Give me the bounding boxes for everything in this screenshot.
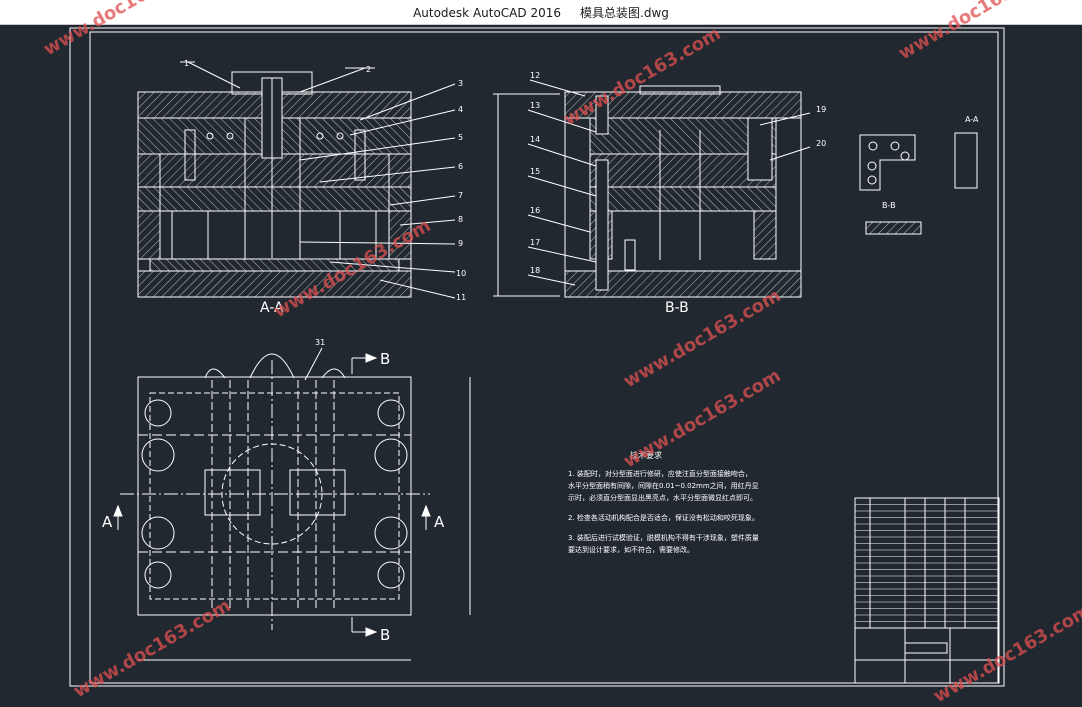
part-number: 11 [456,293,466,302]
tech-requirements-title: 技术要求 [630,450,662,460]
part-number: 12 [530,71,540,80]
part-number: 4 [458,105,463,114]
view-marker-b-top: B [380,350,390,368]
tech-note-line: 2. 检查各活动机构配合是否适合，保证没有松动和咬死现象。 [568,513,759,522]
detail-label-bb: B-B [882,201,896,210]
tech-requirements-notes: 1. 装配时，对分型面进行修研，应使注直分型面接触吻合， 水平分型面稍有间隙，间… [568,469,759,554]
part-number: 18 [530,266,540,275]
part-number: 2 [366,65,371,74]
part-number: 9 [458,239,463,248]
view-marker-a-left: A [102,513,113,531]
part-number: 10 [456,269,466,278]
drawing-frame [69,27,1005,687]
part-number: 17 [530,238,540,247]
part-number: 19 [816,105,826,114]
view-marker-a-right: A [434,513,445,531]
part-number: 13 [530,101,540,110]
detail-label-aa: A-A [965,115,979,124]
part-numbers-aa: 1 2 3 4 5 6 7 8 9 10 11 [184,59,466,302]
section-label-bb: B-B [665,300,689,316]
part-number: 3 [458,79,463,88]
tech-note-line: 1. 装配时，对分型面进行修研，应使注直分型面接触吻合， [568,469,752,478]
part-number: 14 [530,135,540,144]
view-marker-b-bottom: B [380,626,390,644]
part-number: 5 [458,133,463,142]
section-view-bb [564,85,802,298]
part-number-top: 31 [315,338,325,347]
window-title: Autodesk AutoCAD 2016 模具总装图.dwg [413,6,669,20]
part-number: 15 [530,167,540,176]
part-numbers-bb: 12 13 14 15 16 17 18 19 20 [530,71,826,275]
section-view-aa [137,71,412,298]
part-number: 16 [530,206,540,215]
leaders-bb [493,79,811,297]
part-number: 1 [184,59,189,68]
section-label-aa: A-A [260,300,284,316]
section-arrows [113,347,431,637]
leaders-aa [180,61,456,299]
tech-note-line: 水平分型面稍有间隙，间隙在0.01~0.02mm之间，用红丹显 [568,481,759,490]
title-block [854,497,1000,684]
tech-note-line: 示时，必须直分型面显出黑亮点，水平分型面微显红点即可。 [568,493,757,502]
part-number: 7 [458,191,463,200]
title-bar: Autodesk AutoCAD 2016 模具总装图.dwg [0,0,1082,25]
tech-note-line: 要达到设计要求，如不符合，需要修改。 [568,545,694,554]
parts-list-rows [855,504,999,629]
tech-note-line: 3. 装配后进行试模验证，脱模机构不得有干涉现象，塑件质量 [568,533,759,542]
plan-view [120,353,471,661]
part-number: 6 [458,162,463,171]
part-number: 20 [816,139,826,148]
detail-views [859,132,978,235]
part-number: 8 [458,215,463,224]
